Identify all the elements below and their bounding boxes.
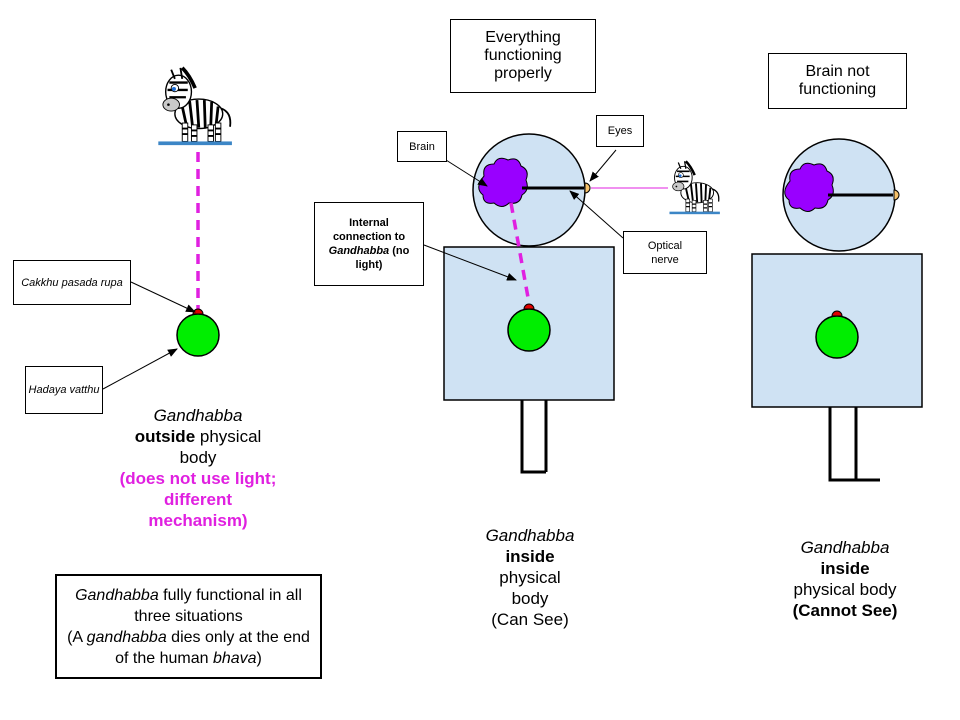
panel2-gandhabba xyxy=(507,308,551,352)
panel1-caption-rest: physical body xyxy=(179,427,262,467)
note-text3: dies only at the end of the human xyxy=(115,628,310,667)
panel2-leg-left xyxy=(520,400,546,474)
panel2-callout-optical: Optical nerve xyxy=(623,231,707,274)
panel3-caption: Gandhabba inside physical body (Cannot S… xyxy=(775,537,915,621)
panel1-callout-hadaya: Hadaya vatthu xyxy=(25,366,103,414)
note-text1: fully functional in all three situations xyxy=(134,586,302,625)
panel2-title-box: Everything functioning properly xyxy=(450,19,596,93)
note-italic2: gandhabba xyxy=(86,628,167,646)
panel2-callout-internal-it: Gandhabba xyxy=(328,245,390,257)
panel2-arrow-eyes xyxy=(589,149,617,182)
note-line2: (A gandhabba dies only at the end of the… xyxy=(65,627,312,669)
panel3-leg-right xyxy=(854,407,880,482)
panel1-arrow-cakkhu xyxy=(130,281,196,313)
panel1-caption: Gandhabba outside physical body (does no… xyxy=(118,405,278,531)
panel1-caption-bold: outside xyxy=(134,427,196,446)
panel3-gandhabba xyxy=(815,315,859,359)
panel2-arrow-brain xyxy=(445,159,488,187)
panel2-caption-bold: inside xyxy=(505,547,555,566)
note-italic1: Gandhabba xyxy=(75,586,159,604)
note-line1: Gandhabba fully functional in all three … xyxy=(65,585,312,627)
panel3-eye xyxy=(893,189,900,201)
panel2-caption-rest: physical body xyxy=(499,568,561,608)
panel1-caption-line2: outside physical body xyxy=(118,426,278,468)
note-text2: (A xyxy=(67,628,87,646)
panel2-callout-brain: Brain xyxy=(397,131,447,162)
panel2-callout-internal-post: (no light) xyxy=(355,245,410,271)
panel3-caption-paren: (Cannot See) xyxy=(792,601,898,620)
panel2-arrow-optical xyxy=(569,190,624,239)
panel3-leg-left xyxy=(828,407,856,482)
panel1-gandhabba xyxy=(176,313,220,357)
panel1-caption-magenta: (does not use light; different mechanism… xyxy=(119,469,277,530)
note-box: Gandhabba fully functional in all three … xyxy=(55,574,322,679)
panel1-arrow-hadaya xyxy=(102,348,178,390)
panel1-caption-line1: Gandhabba xyxy=(153,406,243,425)
panel2-callout-internal: Internal connection to Gandhabba (no lig… xyxy=(314,202,424,286)
panel3-cakkhu-dot xyxy=(831,310,843,317)
panel2-callout-eyes: Eyes xyxy=(596,115,644,147)
panel2-callout-internal-pre: Internal connection to xyxy=(332,217,406,243)
panel2-eye xyxy=(584,182,591,194)
note-italic3: bhava xyxy=(212,649,257,667)
panel2-arrow-internal xyxy=(423,244,517,281)
panel3-caption-bold: inside xyxy=(820,559,870,578)
panel2-caption-line1: Gandhabba xyxy=(485,526,575,545)
panel3-title-box: Brain not functioning xyxy=(768,53,907,109)
panel2-cakkhu-dot xyxy=(523,303,535,310)
panel2-caption-paren: (Can See) xyxy=(491,610,569,629)
panel3-caption-rest: physical body xyxy=(793,580,897,599)
panel1-zebra-icon xyxy=(156,65,234,147)
panel3-caption-line1: Gandhabba xyxy=(800,538,890,557)
panel2-caption: Gandhabba inside physical body (Can See) xyxy=(470,525,590,630)
panel1-callout-cakkhu: Cakkhu pasada rupa xyxy=(13,260,131,305)
note-text4: ) xyxy=(256,649,262,667)
